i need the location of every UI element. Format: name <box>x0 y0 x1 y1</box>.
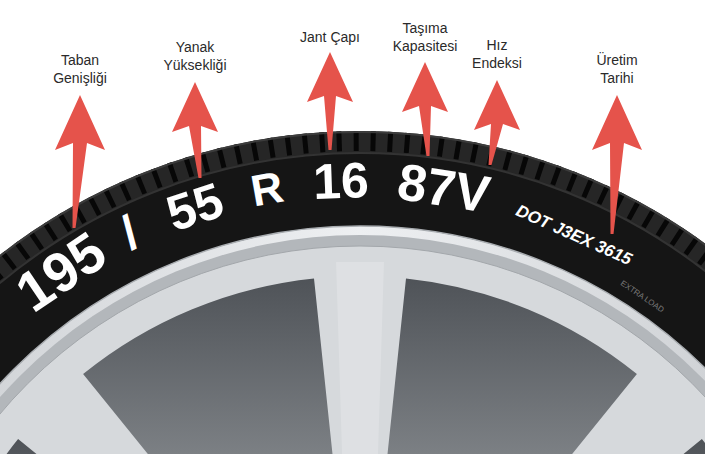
pointer-arrow <box>307 52 353 150</box>
tire-sidewall <box>0 153 705 454</box>
pointer-arrow <box>474 80 520 165</box>
tread-edge <box>0 132 705 454</box>
callout-label: Üretim Tarihi <box>581 52 653 87</box>
pointer-arrow <box>55 95 105 228</box>
wheel-face <box>0 246 705 454</box>
wheel-window <box>554 439 705 454</box>
callout-label: Hız Endeksi <box>465 37 529 72</box>
pointer-arrow <box>172 82 218 178</box>
callout-label: Jant Çapı <box>280 29 380 47</box>
wheel-window <box>0 439 166 454</box>
wheel-window <box>386 278 637 454</box>
pointer-arrows <box>55 52 642 234</box>
callout-label: Yanak Yüksekliği <box>155 39 235 74</box>
callout-label: Taşıma Kapasitesi <box>383 20 467 55</box>
pointer-arrow <box>402 62 448 156</box>
spoke-highlight <box>336 262 384 454</box>
pointer-arrow <box>592 95 642 234</box>
tire-marking: 87V <box>394 155 494 221</box>
wheel-window <box>83 278 334 454</box>
callout-label: Taban Genişliği <box>42 52 118 87</box>
tire-marking: 16 <box>313 155 370 207</box>
tread-grooves <box>0 141 705 454</box>
tire-tread <box>0 131 705 454</box>
